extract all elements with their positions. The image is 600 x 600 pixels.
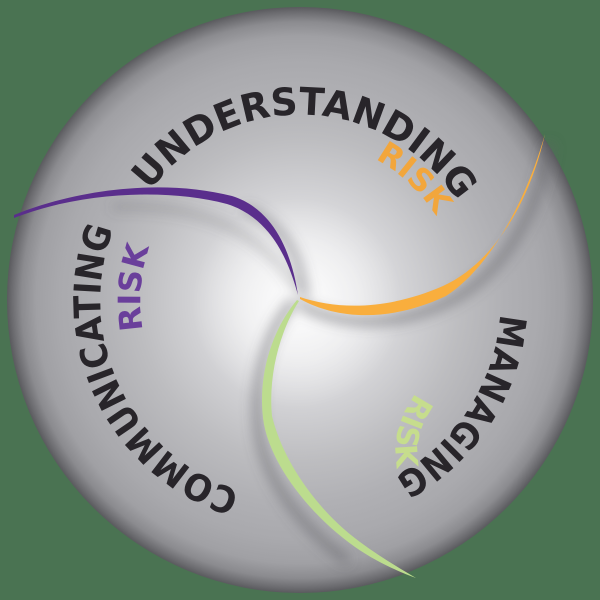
green-swirl-shadow	[252, 299, 350, 564]
orange-swirl-shadow	[298, 143, 554, 327]
swirl-shadows	[111, 143, 554, 564]
purple-swirl-shadow-outer	[111, 203, 300, 292]
